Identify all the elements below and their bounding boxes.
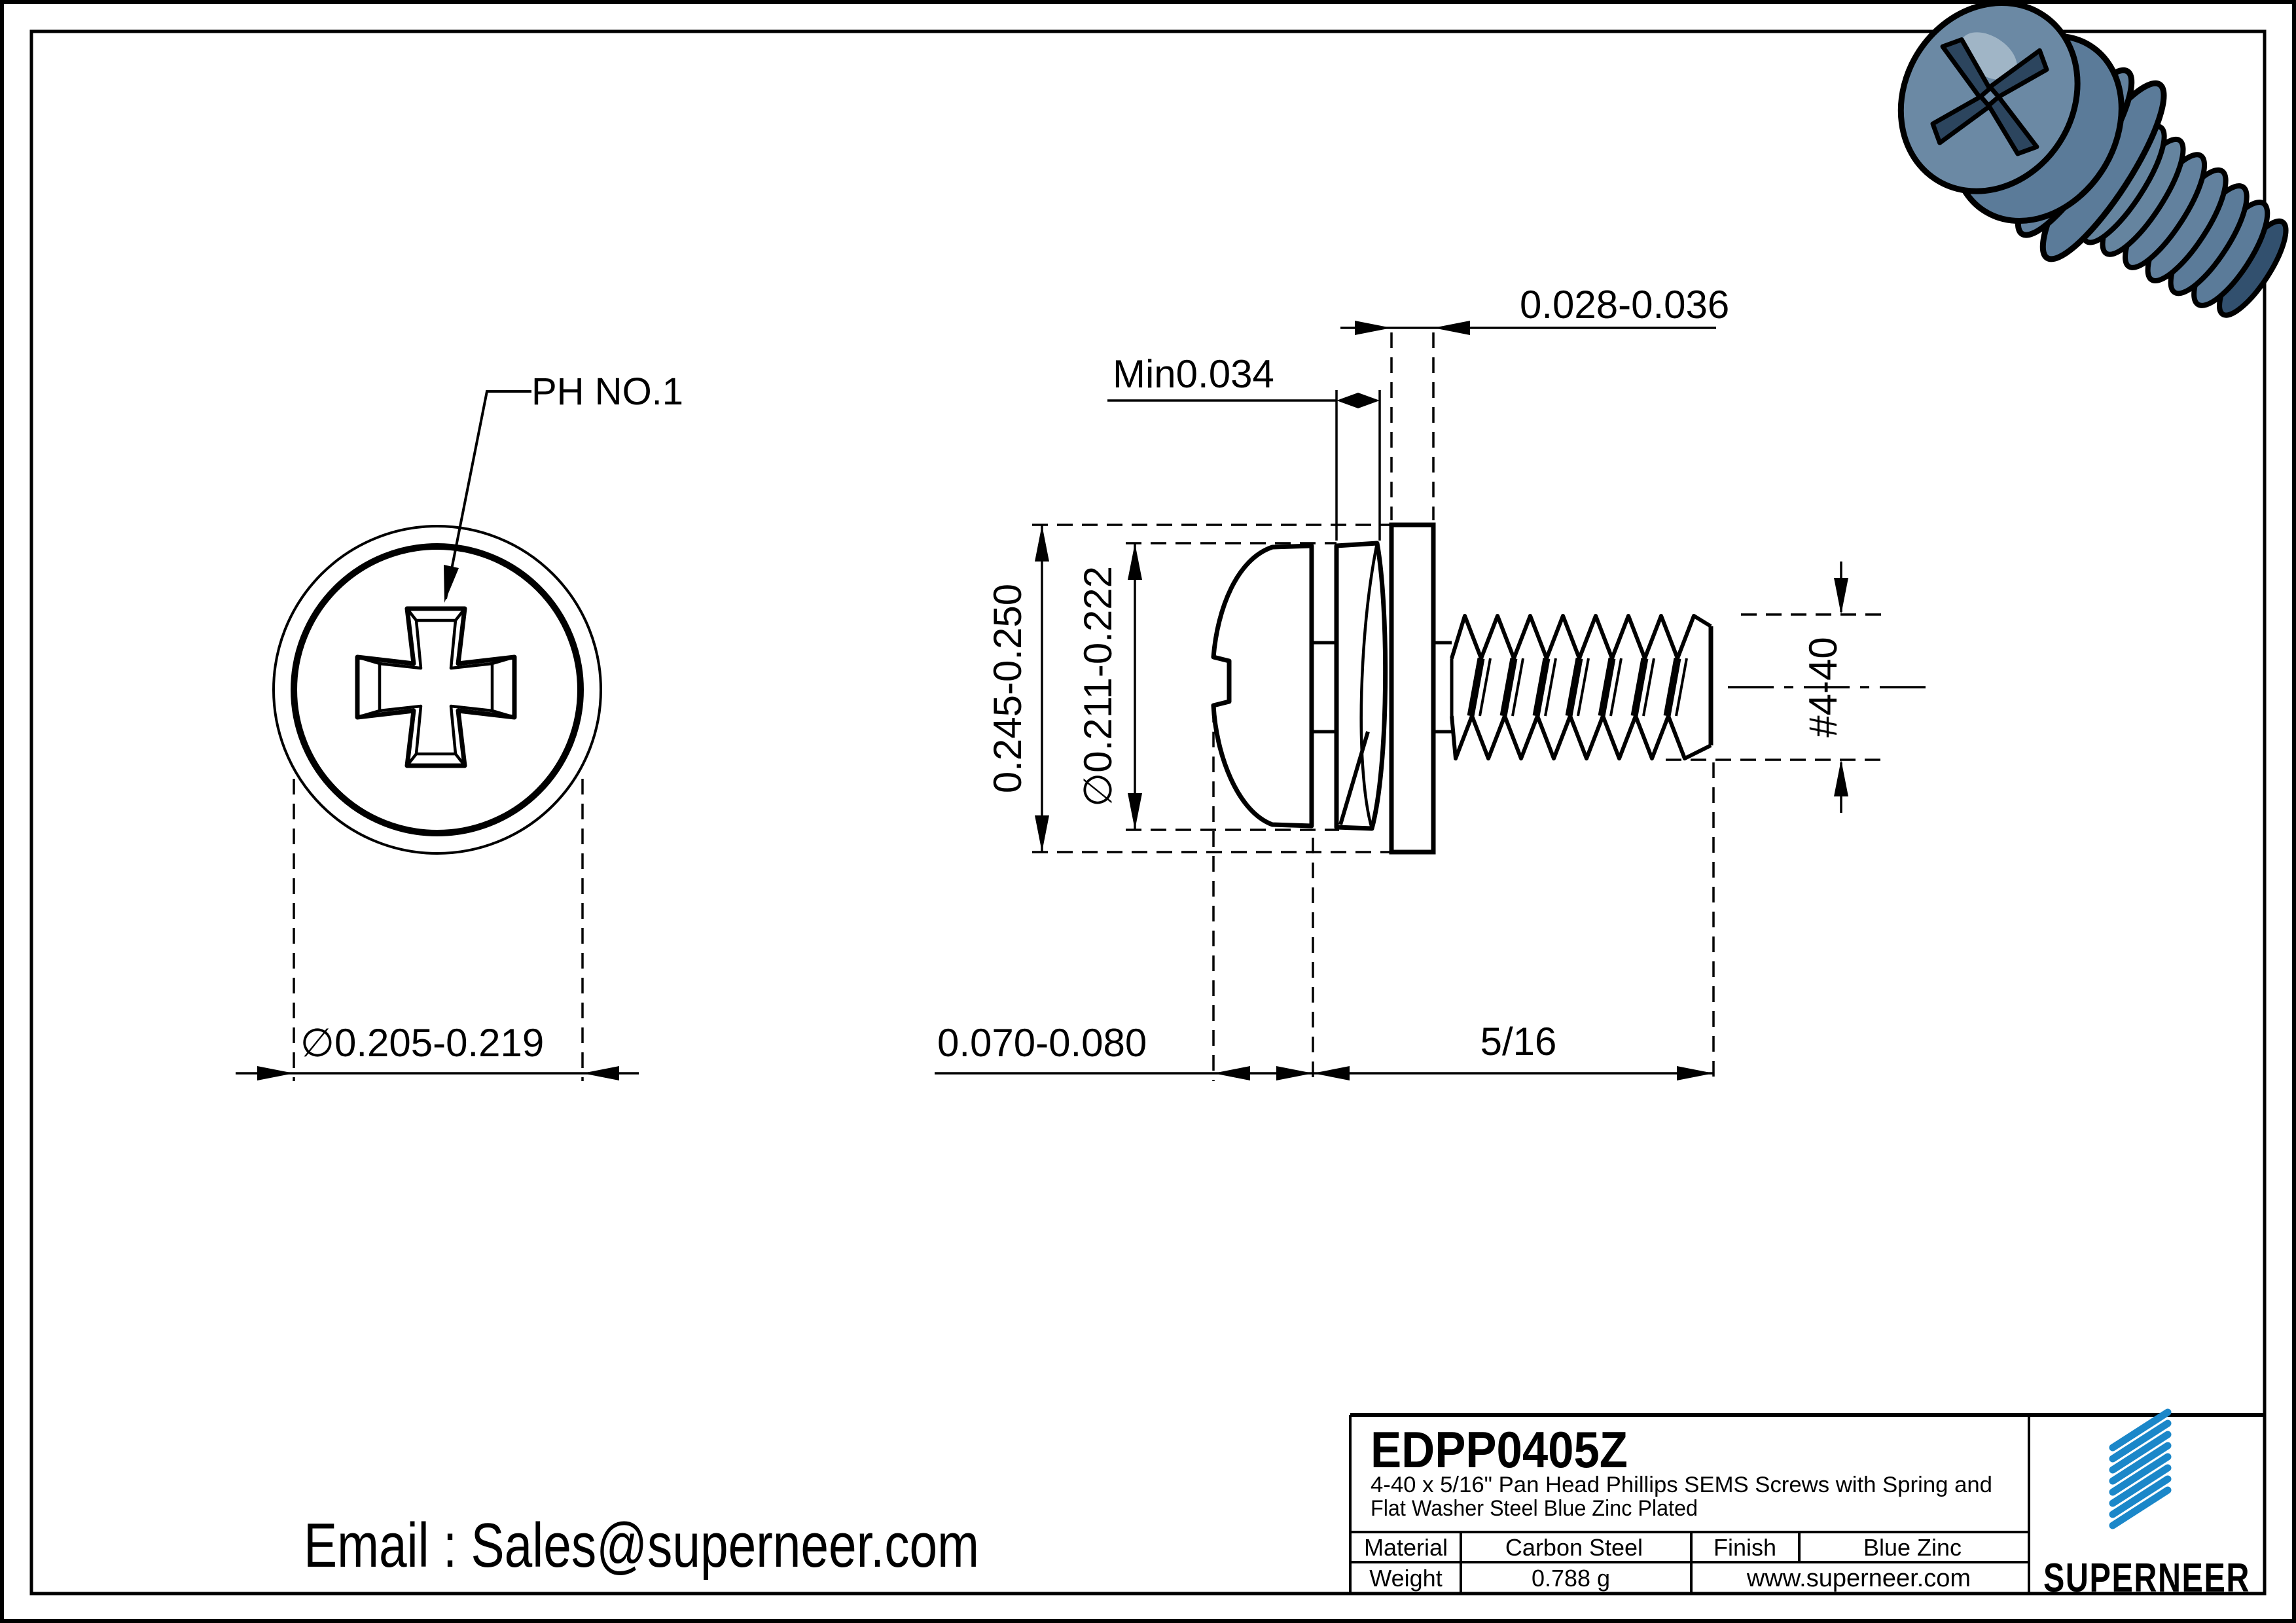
- part-number: EDPP0405Z: [1371, 1421, 1628, 1478]
- shank-lines: [1312, 641, 1454, 734]
- phillips-recess-chamfers: [357, 607, 515, 767]
- finish-value: Blue Zinc: [1863, 1534, 1962, 1561]
- arrowhead: [257, 1066, 294, 1080]
- spring-od-text: ∅0.211-0.222: [1076, 566, 1120, 807]
- weight-value: 0.788 g: [1532, 1565, 1610, 1592]
- head-dia-extension-lines: [293, 779, 584, 1081]
- description-line2: Flat Washer Steel Blue Zinc Plated: [1371, 1496, 1698, 1521]
- dimension-spring-od: ∅0.211-0.222: [1076, 542, 1339, 831]
- washer-od-text: 0.245-0.250: [986, 584, 1030, 793]
- side-view-screw-assembly: [1211, 522, 1934, 855]
- spring-thickness-text: Min0.034: [1113, 352, 1274, 396]
- washer-thickness-text: 0.028-0.036: [1520, 283, 1729, 327]
- head-height-text: 0.070-0.080: [937, 1021, 1147, 1065]
- leader-arrowhead: [444, 565, 459, 603]
- brand-name: SUPERNEER: [2043, 1556, 2250, 1601]
- material-value: Carbon Steel: [1505, 1534, 1643, 1561]
- dimension-washer-thickness: 0.028-0.036: [1340, 283, 1729, 520]
- recess-type-label: PH NO.1: [531, 370, 683, 413]
- top-view-pan-head: PH NO.1 ∅0.205-0.219: [236, 370, 683, 1081]
- dimension-spring-thickness: Min0.034: [1107, 352, 1381, 541]
- finish-label: Finish: [1713, 1534, 1776, 1561]
- dimension-thread-length: 5/16: [1313, 762, 1715, 1081]
- screw-3d-render: [1897, 0, 2289, 318]
- thread-length-text: 5/16: [1480, 1020, 1557, 1063]
- title-block-lines: [1349, 1413, 2265, 1594]
- dimension-washer-od: 0.245-0.250: [986, 524, 1391, 853]
- arrowhead: [583, 1066, 619, 1080]
- head-dia-dim-text: ∅0.205-0.219: [300, 1021, 545, 1065]
- thread-size-text: #4-40: [1801, 637, 1845, 737]
- pan-head-profile: [1211, 543, 1314, 829]
- threaded-shank: [1450, 614, 1713, 760]
- material-label: Material: [1364, 1534, 1448, 1561]
- website-link[interactable]: www.superneer.com: [1746, 1565, 1971, 1592]
- superneer-logo-icon: [2109, 1408, 2172, 1529]
- flat-washer: [1389, 522, 1436, 855]
- description-line1: 4-40 x 5/16" Pan Head Phillips SEMS Scre…: [1371, 1472, 1992, 1497]
- contact-email: Email : Sales@superneer.com: [304, 1510, 979, 1580]
- dimension-thread-size: #4-40: [1666, 562, 1885, 813]
- render-phillips-cross: [1930, 37, 2049, 156]
- head-inner-circle: [291, 543, 584, 836]
- spring-washer: [1334, 541, 1388, 831]
- head-outer-circle: [272, 525, 602, 855]
- page-border: [29, 29, 2267, 1596]
- title-block: EDPP0405Z 4-40 x 5/16" Pan Head Phillips…: [1349, 1408, 2265, 1601]
- leader-line: [444, 390, 531, 599]
- weight-label: Weight: [1369, 1565, 1442, 1592]
- dimension-head-height: 0.070-0.080: [935, 707, 1314, 1081]
